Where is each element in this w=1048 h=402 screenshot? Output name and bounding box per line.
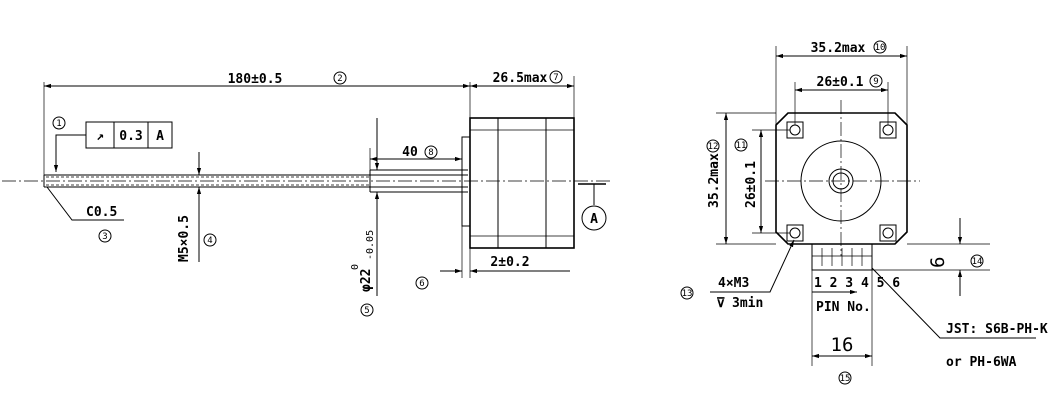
balloon-7: 7 [549,70,563,84]
balloon-2: 2 [333,71,347,85]
boss-diameter-dim: φ22 [359,269,374,292]
svg-text:11: 11 [736,141,747,151]
svg-text:6: 6 [419,279,424,289]
depth-symbol: ⊽ [716,296,726,311]
svg-text:10: 10 [875,43,886,53]
overall-length-dim: 180±0.5 [228,72,283,87]
svg-text:2: 2 [337,74,342,84]
runout-value: 0.3 [119,129,142,144]
pin-label: PIN No. [816,300,871,315]
balloon-1: 1 [52,116,66,130]
svg-text:12: 12 [708,142,719,152]
runout-symbol: ↗ [96,129,104,144]
balloon-4: 4 [203,233,217,247]
balloon-15: 15 [838,371,852,385]
body-length-dim: 26.5max [493,71,548,86]
nut-length-dim: 40 [402,145,418,160]
runout-datum: A [156,129,164,144]
svg-text:14: 14 [972,257,983,267]
thread-dim: M5×0.5 [177,215,192,262]
svg-text:5: 5 [364,306,369,316]
motor-body-side [469,117,575,249]
boss-tol-lower: -0.05 [365,230,376,260]
front-view: 1 2 3 4 5 6 PIN No. 35.2max 26±0.1 35.2m… [680,40,1048,385]
connector-alt: or PH-6WA [946,355,1017,370]
lead-screw [43,174,468,188]
balloon-5: 5 [360,303,374,317]
balloon-3: 3 [98,229,112,243]
flange-thickness-dim: 2±0.2 [490,255,529,270]
mounting-hole [879,224,897,242]
motor-face [775,112,908,245]
datum-a-symbol [581,205,607,231]
hole-spacing-v-dim: 26±0.1 [744,161,759,208]
svg-text:15: 15 [840,374,851,384]
runout-frame: ↗ 0.3 A [53,121,173,172]
shaft-hole [828,168,854,194]
connector [811,243,873,271]
svg-text:3: 3 [102,232,107,242]
screw-depth: 3min [732,296,763,311]
boss-tol-upper: 0 [350,264,361,270]
balloon-8: 8 [424,145,438,159]
screw-spec: 4×M3 [718,276,749,291]
balloon-11: 11 [734,138,748,152]
front-width-dim: 35.2max [811,41,866,56]
balloon-12: 12 [706,139,720,153]
pilot-boss [800,140,882,222]
chamfer-dim: C0.5 [86,205,117,220]
svg-text:4: 4 [207,236,212,246]
svg-text:1: 1 [56,119,61,129]
connector-height-dim: 6 [927,257,949,268]
pin-numbers: 1 2 3 4 5 6 [814,276,900,291]
connector-width-dim: 16 [831,334,854,356]
svg-text:7: 7 [553,73,558,83]
flange [461,136,471,227]
datum-a-label: A [590,212,598,227]
hole-spacing-h-dim: 26±0.1 [817,75,864,90]
balloon-14: 14 [970,254,984,268]
balloon-10: 10 [873,40,887,54]
svg-text:13: 13 [682,289,693,299]
side-view: A 180±0.5 26.5max ↗ 0.3 A C0.5 M5×0.5 [2,70,612,317]
svg-text:9: 9 [873,77,878,87]
balloon-6: 6 [415,276,429,290]
balloon-9: 9 [869,74,883,88]
svg-text:8: 8 [428,148,433,158]
front-height-dim: 35.2max [707,153,722,208]
connector-part: JST: S6B-PH-K [946,322,1048,337]
balloon-13: 13 [680,286,694,300]
